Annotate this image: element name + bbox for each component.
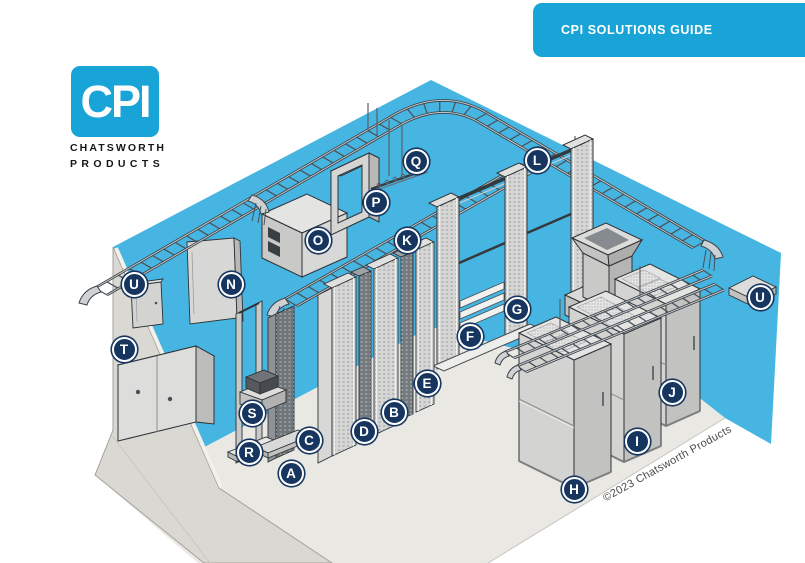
runway-mid-drop	[247, 194, 270, 215]
callout-D: D	[351, 418, 377, 444]
callout-F: F	[457, 323, 483, 349]
title-banner: CPI SOLUTIONS GUIDE	[533, 3, 805, 57]
runway-end-drop	[78, 285, 102, 306]
callout-I: I	[624, 428, 650, 454]
cabinet-h	[517, 316, 613, 490]
bracket-p	[329, 152, 381, 236]
callout-U2: U	[747, 284, 773, 310]
cpi-logo: CPI	[71, 66, 159, 137]
callout-Q: Q	[403, 148, 429, 174]
callout-H: H	[561, 476, 587, 502]
callout-L: L	[524, 147, 550, 173]
cabinet-t	[116, 345, 216, 442]
logo-company-line2: PRODUCTS	[70, 158, 165, 170]
callout-C: C	[296, 427, 322, 453]
logo-acronym: CPI	[80, 75, 151, 127]
callout-B: B	[381, 399, 407, 425]
callout-U1: U	[121, 271, 147, 297]
callout-O: O	[305, 227, 331, 253]
callout-J: J	[659, 379, 685, 405]
callout-P: P	[363, 189, 389, 215]
callout-E: E	[414, 370, 440, 396]
callout-K: K	[394, 227, 420, 253]
callout-S: S	[239, 400, 265, 426]
banner-label: CPI SOLUTIONS GUIDE	[561, 23, 713, 37]
logo-company-line1: CHATSWORTH	[70, 142, 167, 154]
cabinet-runway-accessories	[494, 266, 641, 380]
callout-N: N	[218, 271, 244, 297]
callout-T: T	[111, 336, 137, 362]
callout-A: A	[278, 460, 304, 486]
callout-G: G	[504, 296, 530, 322]
rack-cluster-bde	[317, 237, 436, 464]
cabinet-top-runway	[504, 268, 725, 374]
callout-R: R	[236, 439, 262, 465]
